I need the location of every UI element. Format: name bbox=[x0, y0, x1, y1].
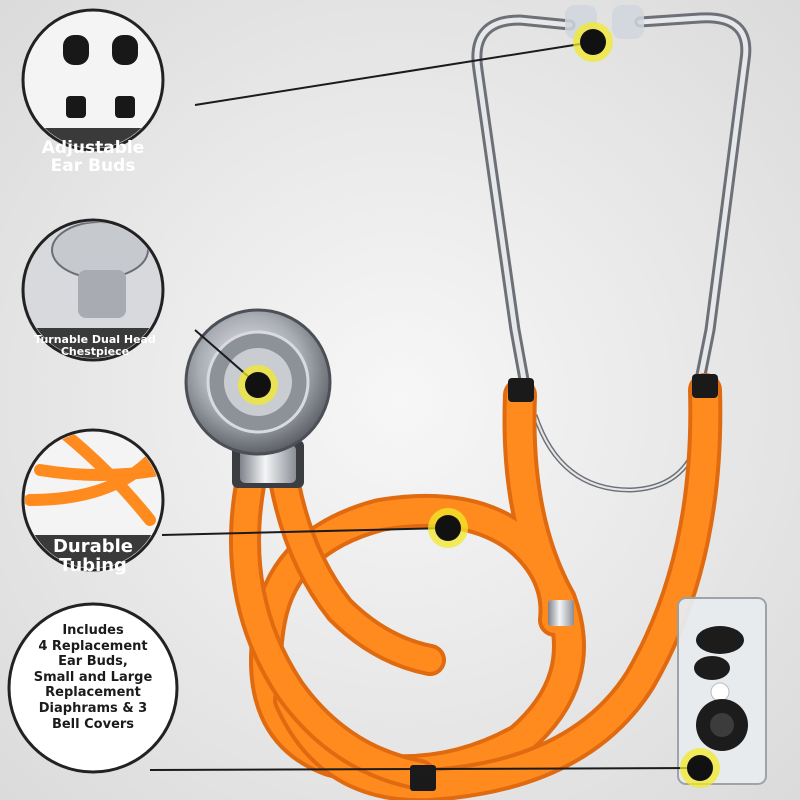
collar-left bbox=[508, 378, 534, 402]
accessory-pouch bbox=[677, 597, 767, 785]
callout-chestpiece bbox=[21, 218, 165, 362]
callout-ear-buds bbox=[21, 8, 165, 152]
callout-accessories bbox=[7, 602, 179, 774]
collar-right bbox=[692, 374, 718, 398]
ear-tips bbox=[565, 5, 644, 39]
marker-dots bbox=[238, 22, 720, 788]
tube-clip bbox=[410, 765, 436, 791]
tube-sleeve bbox=[548, 600, 574, 626]
binaural-tubes bbox=[471, 12, 752, 493]
